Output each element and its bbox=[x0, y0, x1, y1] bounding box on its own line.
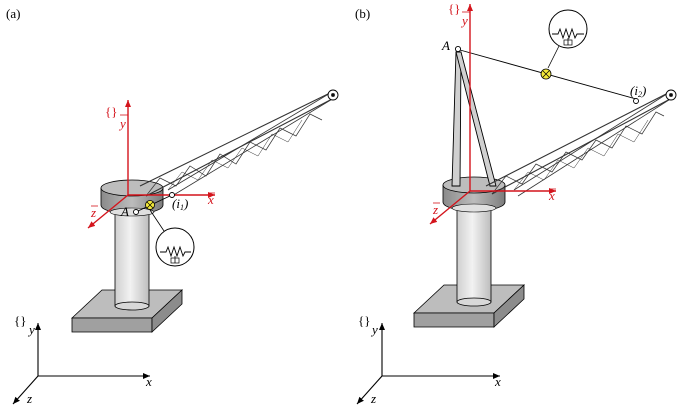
global-brace-a: {} bbox=[14, 313, 26, 328]
local-y-label-a: y bbox=[118, 116, 126, 131]
spring-dashpot-icon-b bbox=[548, 9, 588, 49]
point-a-marker-b bbox=[454, 45, 462, 53]
global-z-label-b: z bbox=[370, 391, 376, 406]
local-brace-a: {} bbox=[105, 104, 117, 119]
joint-marker-a bbox=[169, 192, 175, 198]
local-y-label-b: y bbox=[460, 13, 468, 28]
boom-a bbox=[139, 89, 339, 197]
global-x-label-b: x bbox=[494, 374, 501, 389]
joint-label-a: (i1) bbox=[172, 196, 188, 212]
point-a-label-b: A bbox=[441, 38, 450, 53]
global-brace-b: {} bbox=[358, 313, 370, 328]
panel-a: (a) bbox=[6, 6, 339, 406]
global-y-label-a: y bbox=[27, 322, 35, 337]
spring-inset-b bbox=[547, 9, 588, 69]
global-frame-a: {} y x z bbox=[12, 313, 152, 406]
local-z-label-a: z bbox=[90, 205, 96, 220]
point-a-marker-a bbox=[133, 209, 139, 215]
local-frame-b: {} y x z bbox=[429, 1, 556, 225]
mast-b bbox=[451, 45, 497, 187]
joint-marker-b bbox=[633, 98, 639, 104]
boom-b bbox=[485, 89, 677, 197]
local-x-label-a: x bbox=[207, 192, 214, 207]
joint-label-b: (i2) bbox=[630, 83, 646, 99]
panel-a-tag: (a) bbox=[6, 6, 20, 21]
column-a bbox=[114, 213, 150, 311]
panel-b-tag: (b) bbox=[355, 6, 370, 21]
global-z-label-a: z bbox=[26, 391, 32, 406]
spring-dashpot-icon bbox=[155, 227, 195, 267]
global-x-label-a: x bbox=[145, 374, 152, 389]
local-x-label-b: x bbox=[548, 188, 555, 203]
global-y-label-b: y bbox=[370, 322, 378, 337]
spring-inset-a bbox=[149, 209, 195, 267]
local-z-axis-a bbox=[87, 194, 129, 229]
local-z-label-b: z bbox=[432, 202, 438, 217]
local-brace-b: {} bbox=[448, 1, 460, 16]
point-a-label-a: A bbox=[120, 204, 129, 219]
turret-a bbox=[100, 179, 164, 217]
global-frame-b: {} y x z bbox=[356, 313, 501, 406]
panel-b: (b) bbox=[355, 1, 677, 406]
column-b bbox=[456, 207, 492, 307]
local-z-axis-b bbox=[429, 190, 471, 225]
